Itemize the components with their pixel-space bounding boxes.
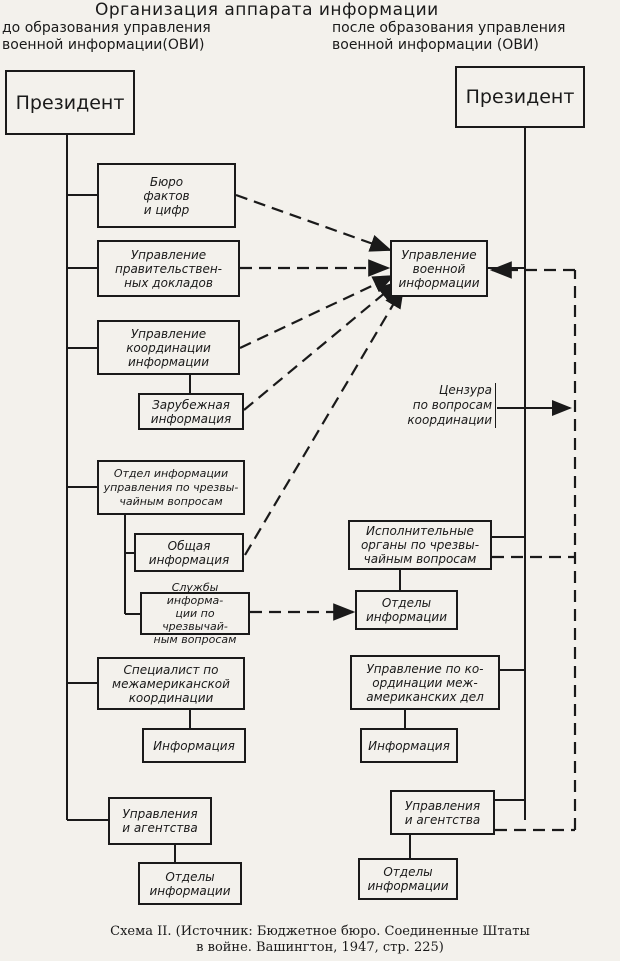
box-facts-figures-bureau: Бюро фактов и цифр — [97, 163, 236, 228]
box-emergency-info-division: Отдел информации управления по чрезвы- ч… — [97, 460, 245, 515]
box-coordinator-information: Управление координации информации — [97, 320, 240, 375]
box-government-reports: Управление правительствен- ных докладов — [97, 240, 240, 297]
president-box-before: Президент — [5, 70, 135, 135]
censorship-label: Цензура по вопросам координации — [400, 383, 496, 428]
box-agencies-before: Управления и агентства — [108, 797, 212, 845]
box-emergency-info-services: Службы информа- ции по чрезвычай- ным во… — [140, 581, 250, 646]
box-interamerican-affairs: Управление по ко- ординации меж- америка… — [350, 655, 500, 710]
box-emergency-executive-bodies: Исполнительные органы по чрезвы- чайным … — [348, 520, 492, 570]
box-info-departments-before: Отделы информации — [138, 862, 242, 905]
box-foreign-information: Зарубежная информация — [138, 393, 244, 430]
box-info-departments-after-2: Отделы информации — [358, 858, 458, 900]
president-box-after: Президент — [455, 66, 585, 128]
box-office-of-war-information: Управление военной информации — [390, 240, 488, 297]
figure-caption: Схема II. (Источник: Бюджетное бюро. Сое… — [110, 924, 530, 955]
box-information-before: Информация — [142, 728, 246, 763]
box-agencies-after: Управления и агентства — [390, 790, 495, 835]
after-heading: после образования управления военной инф… — [332, 20, 566, 53]
box-information-after: Информация — [360, 728, 458, 763]
before-heading: до образования управления военной информ… — [2, 20, 211, 53]
diagram-title: Организация аппарата информации — [95, 0, 439, 20]
box-interamerican-specialist: Специалист по межамериканской координаци… — [97, 657, 245, 710]
box-info-departments-after-1: Отделы информации — [355, 590, 458, 630]
box-general-information: Общая информация — [134, 533, 244, 572]
